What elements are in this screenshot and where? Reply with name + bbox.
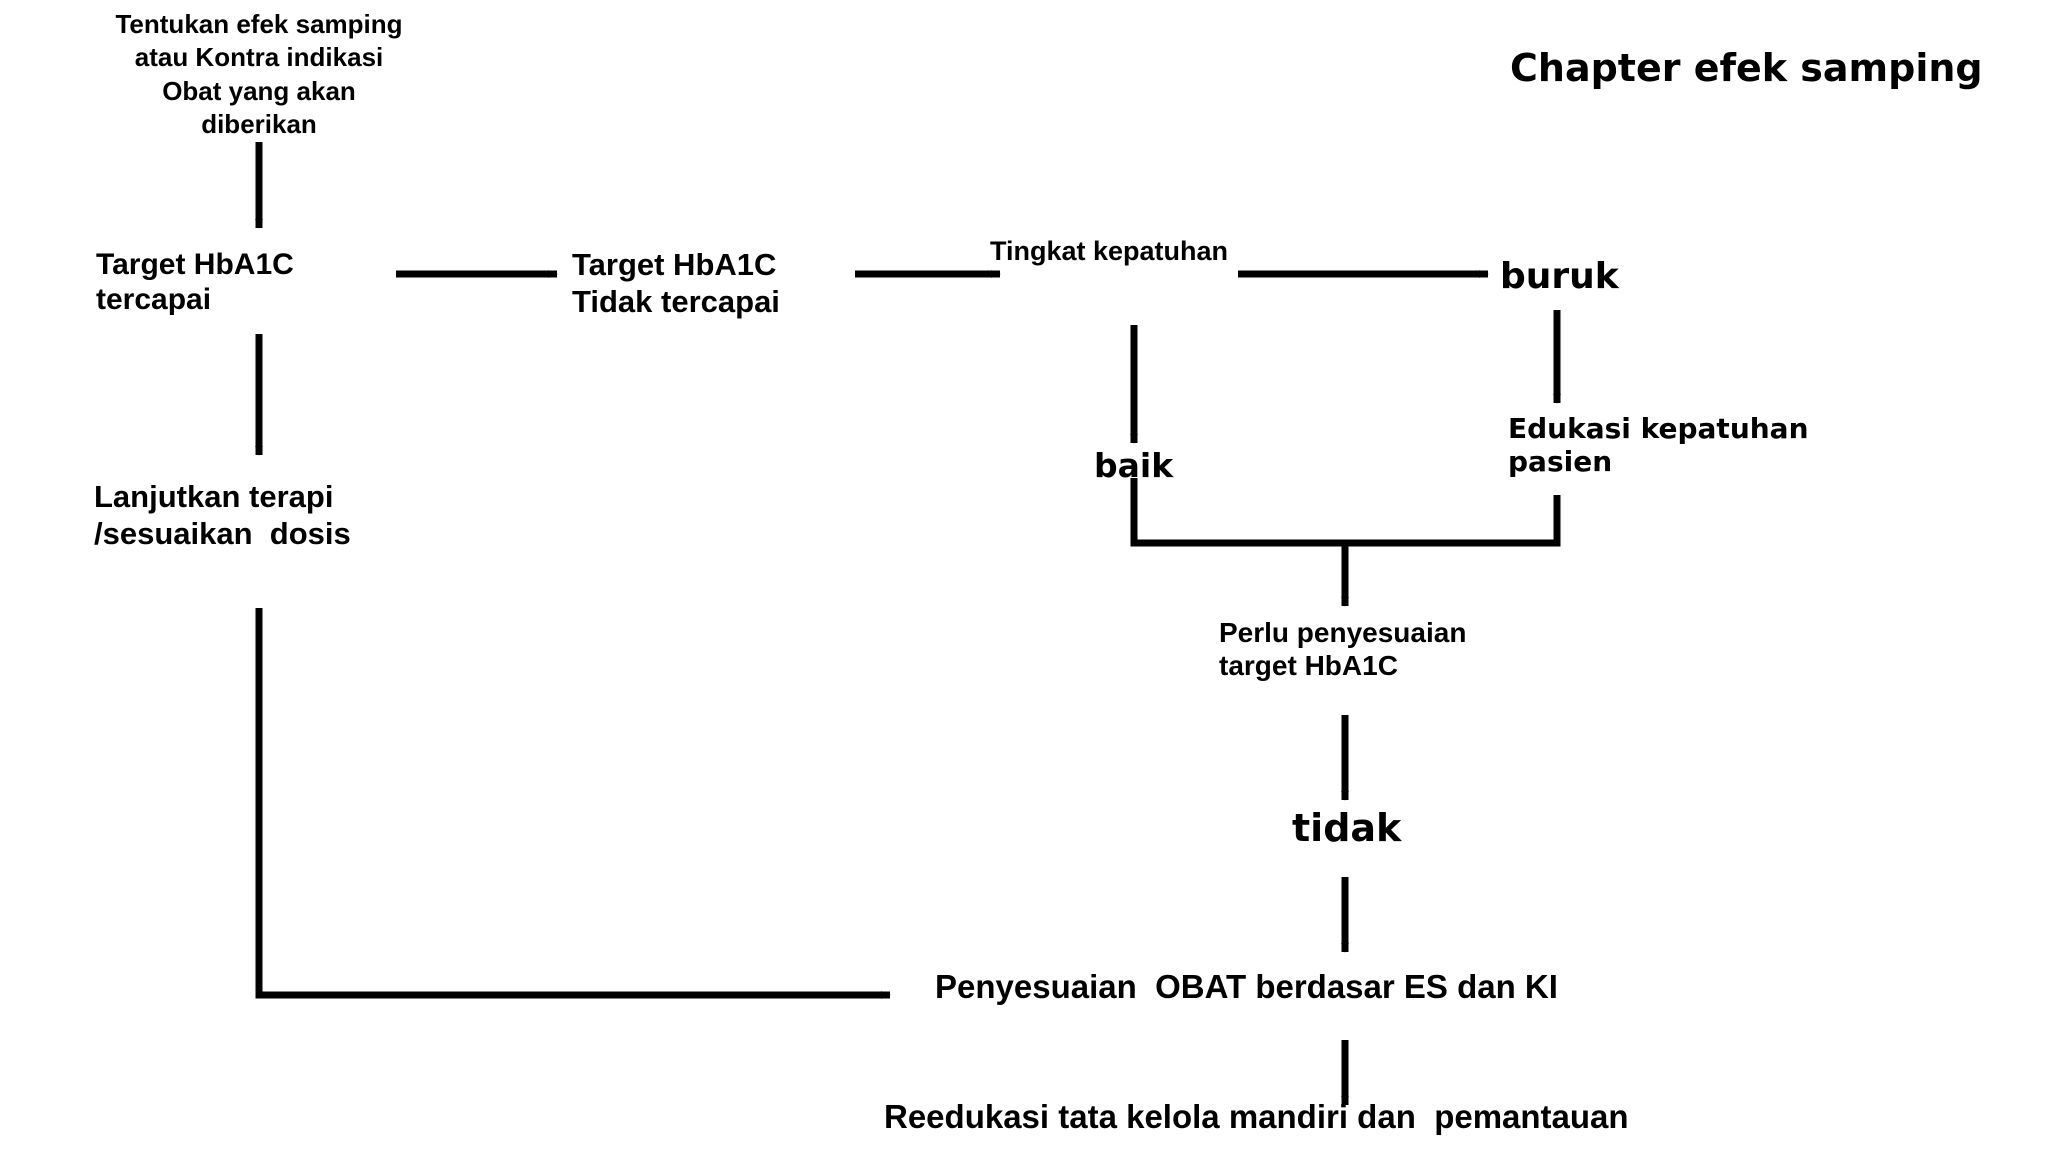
node-no: tidak	[1292, 806, 1402, 850]
node-target-not-reached: Target HbA1C Tidak tercapai	[572, 247, 780, 319]
node-poor: buruk	[1500, 256, 1619, 297]
node-reeducation: Reedukasi tata kelola mandiri dan pemant…	[884, 1098, 1629, 1135]
node-continue-therapy: Lanjutkan terapi /sesuaikan dosis	[94, 479, 351, 551]
node-drug-adjustment: Penyesuaian OBAT berdasar ES dan KI	[935, 968, 1558, 1005]
node-target-reached: Target HbA1C tercapai	[96, 248, 294, 317]
node-adherence-level: Tingkat kepatuhan	[990, 236, 1229, 266]
node-need-adjustment: Perlu penyesuaian target HbA1C	[1219, 617, 1467, 682]
page-title: Chapter efek samping	[1510, 46, 1983, 90]
node-patient-education: Edukasi kepatuhan pasien	[1508, 412, 1809, 479]
node-good: baik	[1094, 446, 1174, 485]
node-header: Tentukan efek samping atau Kontra indika…	[115, 9, 403, 139]
edge-merge-bar	[1130, 478, 1561, 547]
edge-continue-therapy-to-drug-adjustment	[255, 608, 891, 999]
